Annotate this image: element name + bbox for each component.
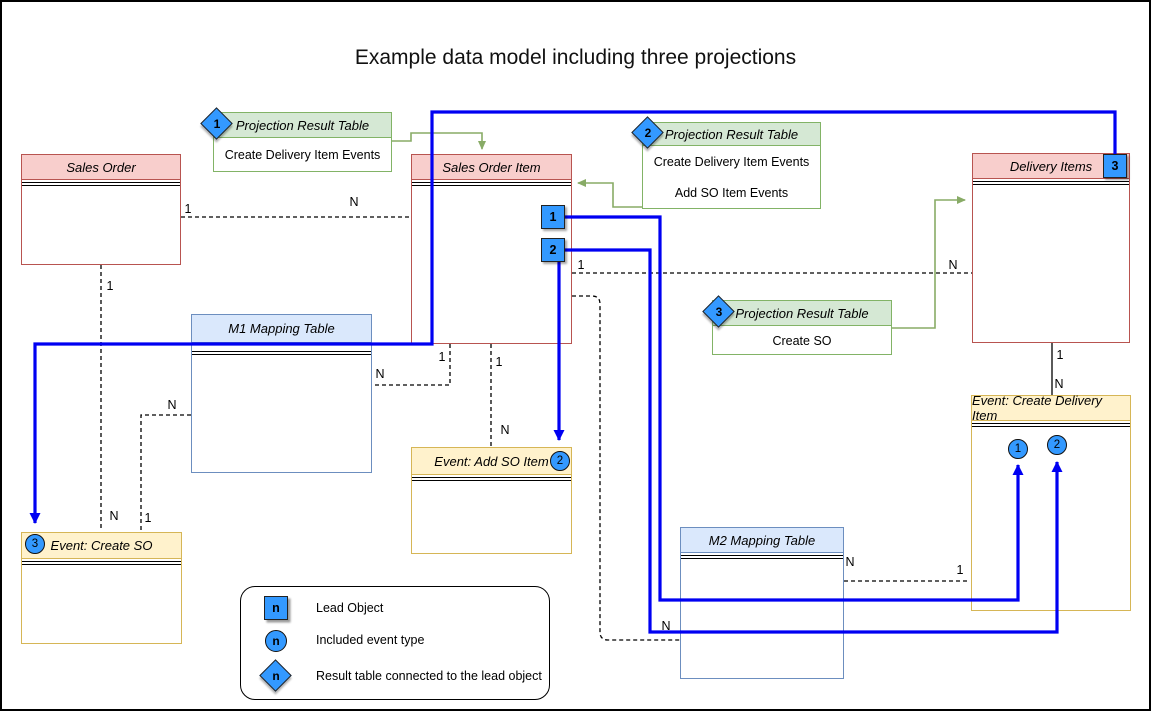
table-event-create-delivery-item-title: Event: Create Delivery Item bbox=[972, 393, 1130, 423]
legend-diamond-symbol: n bbox=[259, 659, 293, 693]
legend-label-result-table: Result table connected to the lead objec… bbox=[316, 669, 542, 683]
cardinality-label: N bbox=[375, 367, 385, 381]
projection-result-table-2-header: Projection Result Table bbox=[643, 123, 820, 146]
cardinality-label: N bbox=[109, 509, 119, 523]
arrow-prt2-to-sales-order-item bbox=[577, 179, 642, 208]
legend-diamond-n: n bbox=[272, 669, 280, 683]
cardinality-label: N bbox=[1054, 377, 1064, 391]
cardinality-label: 1 bbox=[1056, 348, 1064, 362]
table-sales-order-title: Sales Order bbox=[22, 155, 180, 180]
projection-result-table-1: Projection Result Table Create Delivery … bbox=[213, 112, 392, 172]
cardinality-label: 1 bbox=[184, 202, 192, 216]
table-m1-mapping-title: M1 Mapping Table bbox=[192, 315, 371, 343]
legend-box: n Lead Object n Included event type n Re… bbox=[240, 586, 550, 700]
projection-result-table-1-header: Projection Result Table bbox=[214, 113, 391, 138]
table-divider bbox=[681, 555, 843, 559]
event-circle-3: 3 bbox=[25, 534, 45, 554]
diagram-title: Example data model including three proje… bbox=[354, 46, 797, 69]
cardinality-label: N bbox=[948, 258, 958, 272]
result-diamond-2-number: 2 bbox=[644, 126, 652, 140]
table-sales-order: Sales Order bbox=[21, 154, 181, 265]
table-divider bbox=[22, 182, 180, 186]
result-diamond-1: 1 bbox=[200, 107, 234, 141]
result-diamond-1-number: 1 bbox=[213, 117, 221, 131]
table-sales-order-item-title: Sales Order Item bbox=[412, 155, 571, 180]
result-diamond-3: 3 bbox=[702, 295, 736, 329]
legend-circle-symbol: n bbox=[265, 630, 287, 652]
table-event-create-so: Event: Create SO bbox=[21, 532, 182, 644]
projection-result-table-3: Projection Result Table Create SO bbox=[712, 300, 892, 355]
table-delivery-items: Delivery Items bbox=[972, 153, 1130, 343]
cardinality-label: 1 bbox=[577, 258, 585, 272]
legend-label-lead-object: Lead Object bbox=[316, 601, 384, 615]
projection-result-table-3-header: Projection Result Table bbox=[713, 301, 891, 326]
lead-object-badge-2: 2 bbox=[541, 238, 565, 262]
cardinality-label: N bbox=[500, 423, 510, 437]
table-event-create-so-title: Event: Create SO bbox=[22, 533, 181, 559]
projection-result-table-3-row: Create SO bbox=[772, 333, 832, 348]
table-m1-mapping: M1 Mapping Table bbox=[191, 314, 372, 473]
table-divider bbox=[412, 477, 571, 481]
table-m2-mapping: M2 Mapping Table bbox=[680, 527, 844, 679]
event-circle-1: 1 bbox=[1008, 439, 1028, 459]
table-event-create-delivery-item: Event: Create Delivery Item bbox=[971, 393, 1131, 611]
cardinality-label: 1 bbox=[106, 279, 114, 293]
result-diamond-3-number: 3 bbox=[715, 305, 723, 319]
cardinality-label: N bbox=[167, 398, 177, 412]
projection-result-table-2-row: Create Delivery Item Events bbox=[653, 154, 810, 169]
table-m2-mapping-title: M2 Mapping Table bbox=[681, 528, 843, 553]
projection-result-table-2-row: Add SO Item Events bbox=[674, 185, 789, 200]
result-diamond-2: 2 bbox=[631, 116, 665, 150]
cardinality-label: N bbox=[661, 619, 671, 633]
table-event-add-so-item-title: Event: Add SO Item bbox=[412, 448, 571, 475]
cardinality-label: 1 bbox=[495, 355, 503, 369]
relation-sales-order-item-to-m2 bbox=[572, 295, 680, 641]
table-divider bbox=[412, 182, 571, 186]
event-circle-2b: 2 bbox=[1047, 435, 1067, 455]
cardinality-label: N bbox=[349, 195, 359, 209]
arrow-prt1-to-sales-order-item bbox=[392, 132, 486, 150]
table-divider bbox=[22, 561, 181, 565]
lead-object-badge-3: 3 bbox=[1103, 154, 1127, 178]
event-circle-2: 2 bbox=[550, 451, 570, 471]
table-divider bbox=[972, 423, 1130, 427]
projection-result-table-1-row: Create Delivery Item Events bbox=[224, 148, 381, 162]
legend-square-symbol: n bbox=[264, 596, 288, 620]
cardinality-label: 1 bbox=[956, 563, 964, 577]
cardinality-label: 1 bbox=[144, 511, 152, 525]
legend-label-included-event-type: Included event type bbox=[316, 633, 425, 647]
lead-object-badge-1: 1 bbox=[541, 205, 565, 229]
table-divider bbox=[973, 181, 1129, 185]
table-divider bbox=[192, 351, 371, 355]
projection-result-table-2: Projection Result Table Create Delivery … bbox=[642, 122, 821, 209]
cardinality-label: 1 bbox=[438, 350, 446, 364]
table-event-add-so-item: Event: Add SO Item bbox=[411, 447, 572, 554]
cardinality-label: N bbox=[845, 555, 855, 569]
